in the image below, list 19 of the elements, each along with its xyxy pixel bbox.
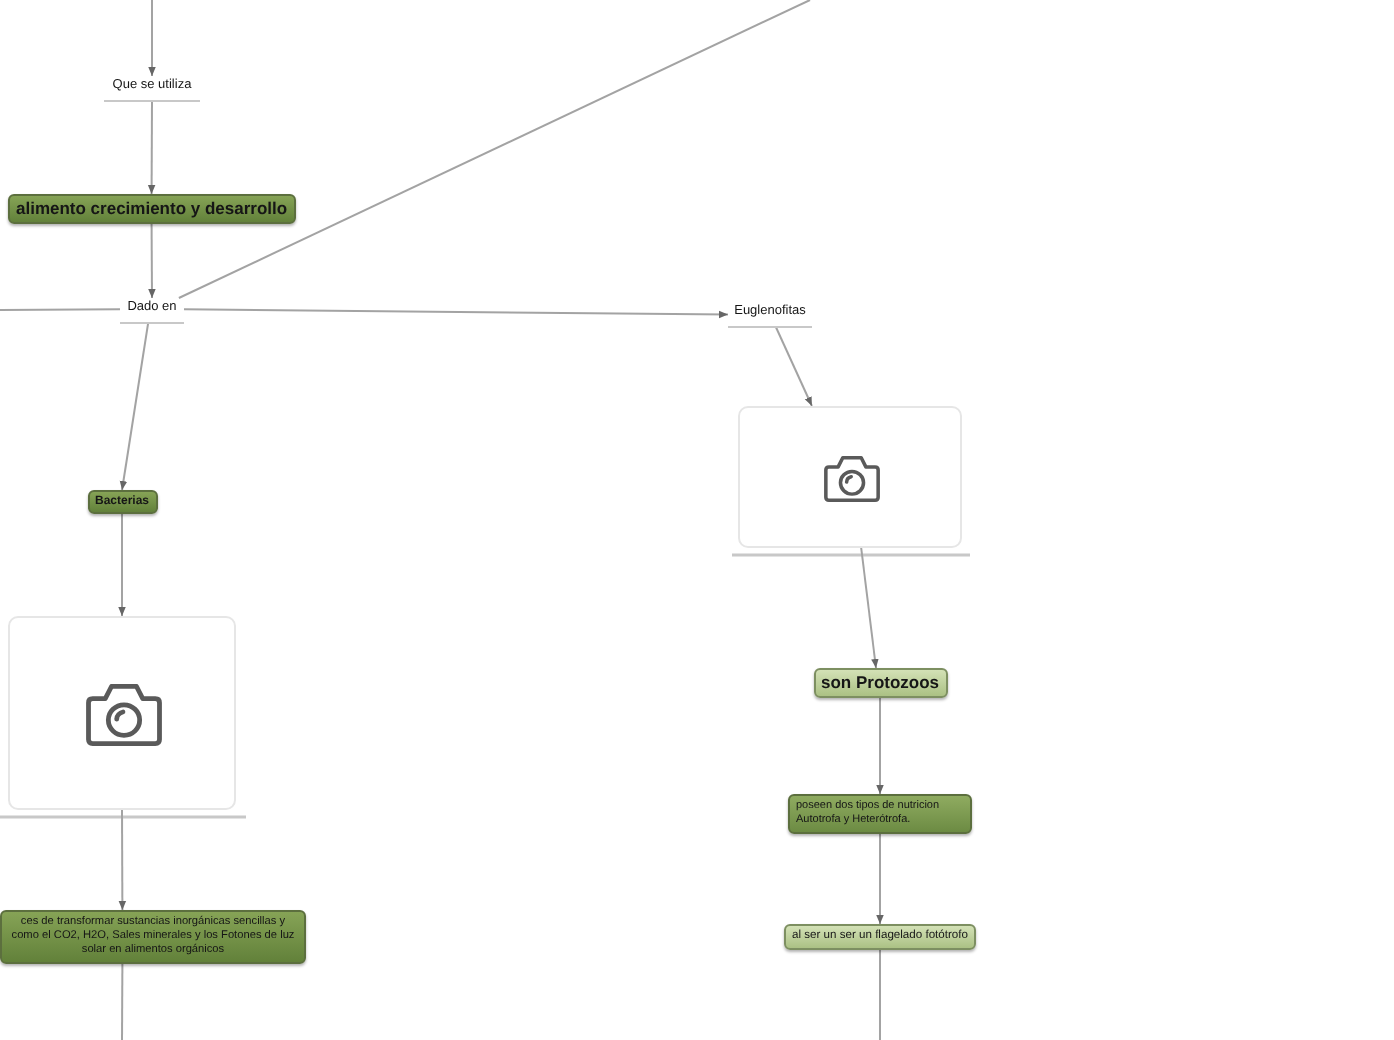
connector-line [177,0,811,299]
connector-line [879,949,881,1040]
topic-box: alimento crecimiento y desarrollo [8,194,296,224]
arrow [119,322,150,491]
connector-line [0,308,121,311]
arrow [147,100,156,195]
arrow [148,223,156,299]
topic-box: son Protozoos [813,668,948,698]
arrow [183,308,729,319]
arrow [876,832,884,925]
connector-line [121,962,124,1040]
arrow [148,0,156,77]
arrow [118,513,126,617]
arrow [774,326,813,407]
image-placeholder [738,406,962,548]
arrow [860,547,879,669]
arrow [118,809,127,911]
image-placeholder [8,616,236,810]
arrow [876,697,884,795]
